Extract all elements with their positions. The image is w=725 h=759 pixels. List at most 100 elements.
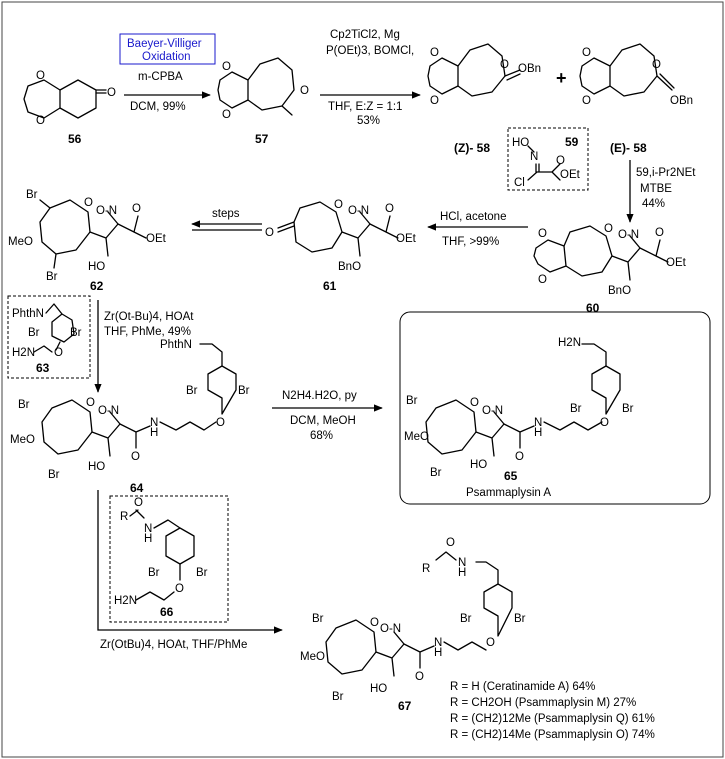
atom-o: O bbox=[300, 85, 309, 97]
atom-n: N bbox=[150, 417, 158, 429]
step7-line1: N2H4.H2O, py bbox=[282, 390, 357, 402]
compound-60-label: 60 bbox=[586, 301, 600, 315]
compound-67: O Br Br MeO O-N O H N HO O Br Br N H O R… bbox=[300, 537, 526, 713]
atom-br: Br bbox=[148, 567, 160, 579]
compound-67-label: 67 bbox=[398, 699, 412, 713]
atom-o: O bbox=[430, 47, 439, 59]
atom-o: O bbox=[486, 637, 495, 649]
result-line-3: R = (CH2)12Me (Psammaplysin Q) 61% bbox=[450, 713, 655, 725]
compound-63-label: 63 bbox=[36, 361, 50, 375]
atom-on: O-N bbox=[98, 405, 119, 417]
step4-line2: THF, >99% bbox=[442, 236, 499, 248]
atom-o: O bbox=[265, 227, 274, 239]
atom-o: O bbox=[175, 583, 184, 595]
atom-br: Br bbox=[70, 327, 82, 339]
atom-phthn: PhthN bbox=[160, 339, 192, 351]
atom-br: Br bbox=[460, 613, 472, 625]
step4-line1: HCl, acetone bbox=[440, 211, 506, 223]
atom-br: Br bbox=[46, 271, 58, 283]
compound-64: O Br Br MeO O-N O H N HO O Br Br PhthN 6… bbox=[10, 339, 250, 495]
atom-o: O bbox=[582, 47, 591, 59]
atom-o: O bbox=[131, 451, 140, 463]
compound-63: PhthN Br Br O H2N 63 bbox=[7, 295, 91, 379]
arrow-step8 bbox=[97, 490, 283, 634]
atom-o: O bbox=[430, 95, 439, 107]
step5-line1: steps bbox=[212, 208, 240, 220]
atom-br: Br bbox=[28, 327, 40, 339]
atom-oet: OEt bbox=[666, 257, 687, 269]
atom-n: N bbox=[534, 417, 542, 429]
compound-z58-label: (Z)- 58 bbox=[454, 141, 490, 155]
atom-oet: OEt bbox=[396, 233, 417, 245]
compound-66-label: 66 bbox=[160, 605, 174, 619]
atom-o: O bbox=[216, 417, 225, 429]
atom-h2n: H2N bbox=[558, 337, 581, 349]
compound-56: O O O 56 bbox=[23, 70, 116, 146]
compound-60: O O-N O OEt BnO O O 60 bbox=[533, 223, 687, 315]
result-line-4: R = (CH2)14Me (Psammaplysin O) 74% bbox=[450, 729, 655, 741]
atom-o: O bbox=[655, 227, 664, 239]
step2-line1: Cp2TiCl2, Mg bbox=[330, 29, 400, 41]
atom-br: Br bbox=[312, 613, 324, 625]
compound-64-label: 64 bbox=[130, 481, 144, 495]
atom-oet: OEt bbox=[146, 233, 167, 245]
atom-o: O bbox=[538, 274, 547, 286]
atom-meo: MeO bbox=[404, 431, 429, 443]
atom-h2n: H2N bbox=[114, 595, 137, 607]
atom-o: O bbox=[54, 347, 63, 359]
atom-n: N bbox=[530, 151, 538, 163]
compound-e58-label: (E)- 58 bbox=[610, 141, 647, 155]
atom-o: O bbox=[652, 59, 661, 71]
atom-obn: OBn bbox=[670, 95, 693, 107]
atom-br: Br bbox=[332, 691, 344, 703]
atom-o: O bbox=[500, 59, 509, 71]
atom-bno: BnO bbox=[338, 261, 361, 273]
atom-ho: HO bbox=[470, 459, 487, 471]
atom-br: Br bbox=[430, 467, 442, 479]
atom-obn: OBn bbox=[518, 63, 541, 75]
step2-line2: P(OEt)3, BOMCl, bbox=[326, 45, 414, 57]
atom-ho: HO bbox=[370, 683, 387, 695]
atom-meo: MeO bbox=[10, 434, 35, 446]
atom-o: O bbox=[36, 115, 45, 127]
atom-on: O-N bbox=[96, 205, 117, 217]
atom-o: O bbox=[222, 109, 231, 121]
step7-line3: 68% bbox=[310, 430, 333, 442]
atom-h: H bbox=[534, 427, 542, 439]
atom-n: N bbox=[434, 637, 442, 649]
step8-line1: Zr(OtBu)4, HOAt, THF/PhMe bbox=[100, 639, 247, 651]
compound-65-name: Psammaplysin A bbox=[466, 487, 551, 499]
compound-62: O Br Br MeO O-N O OEt HO 62 bbox=[8, 189, 167, 293]
step3-line2: MTBE bbox=[640, 183, 672, 195]
atom-o: O bbox=[385, 203, 394, 215]
atom-br: Br bbox=[26, 189, 38, 201]
compound-62-label: 62 bbox=[90, 279, 104, 293]
atom-br: Br bbox=[622, 403, 634, 415]
atom-br: Br bbox=[48, 469, 60, 481]
compound-66-box bbox=[109, 495, 229, 623]
step7-line2: DCM, MeOH bbox=[290, 415, 356, 427]
atom-bno: BnO bbox=[608, 285, 631, 297]
compound-z58: O OBn O O (Z)- 58 bbox=[427, 43, 541, 155]
atom-h: H bbox=[458, 567, 466, 579]
step6-line1: Zr(Ot-Bu)4, HOAt bbox=[104, 311, 194, 323]
compound-56-label: 56 bbox=[68, 132, 82, 146]
step3-line1: 59,i-Pr2NEt bbox=[636, 167, 696, 179]
atom-o: O bbox=[446, 537, 455, 549]
atom-br: Br bbox=[238, 385, 250, 397]
atom-o: O bbox=[222, 61, 231, 73]
compound-57: O O O 57 bbox=[217, 57, 309, 146]
compound-66: R O N H Br Br O H2N 66 bbox=[109, 495, 229, 623]
atom-h2n: H2N bbox=[12, 347, 35, 359]
step1-box-line2: Oxidation bbox=[142, 51, 191, 63]
atom-r: R bbox=[422, 563, 430, 575]
atom-n: N bbox=[144, 523, 152, 535]
atom-on: O-N bbox=[380, 623, 401, 635]
plus-sign: + bbox=[556, 68, 567, 88]
atom-o: O bbox=[604, 223, 613, 235]
atom-br: Br bbox=[570, 403, 582, 415]
compound-61-label: 61 bbox=[323, 279, 337, 293]
compound-61: O O O-N O OEt BnO 61 bbox=[265, 199, 417, 293]
